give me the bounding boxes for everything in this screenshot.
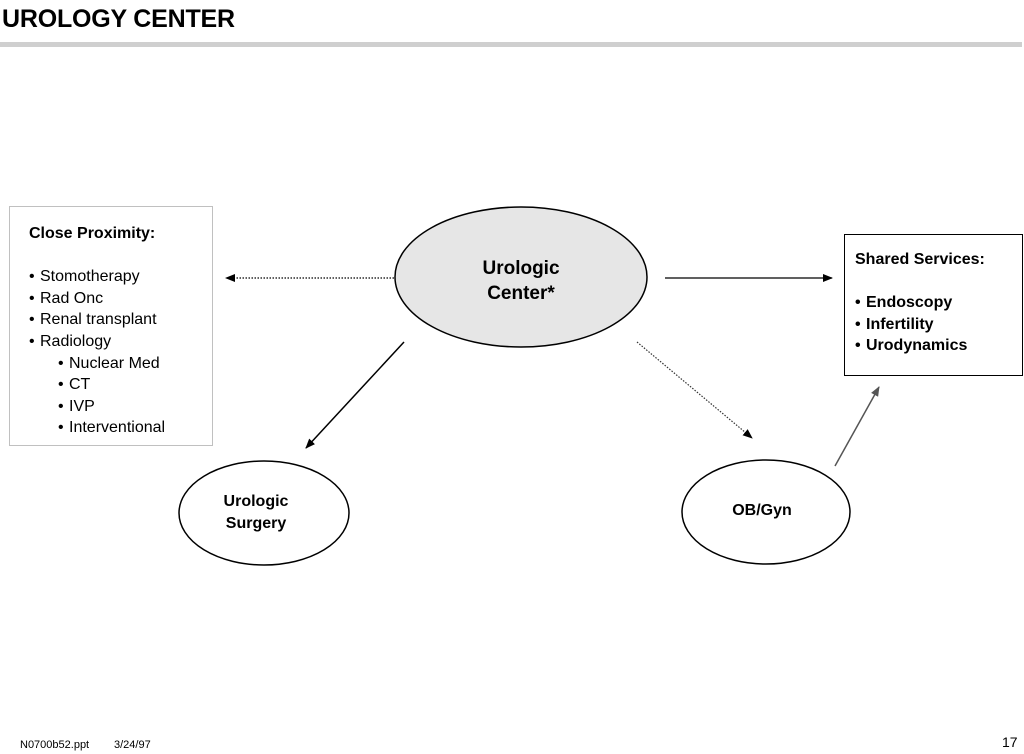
sub-list-item: •CT	[58, 376, 91, 394]
footer-date: 3/24/97	[114, 739, 151, 751]
title-divider	[0, 42, 1022, 47]
urologic-center-line1: Urologic	[482, 258, 560, 279]
arrow-to-urologic-surgery	[305, 341, 405, 449]
urologic-surgery-line2: Surgery	[225, 515, 287, 532]
list-item: •Renal transplant	[29, 311, 157, 329]
list-item: •Infertility	[855, 315, 934, 333]
list-item: •Radiology	[29, 332, 112, 350]
list-item: •Urodynamics	[855, 337, 968, 355]
sub-list-item: •Interventional	[58, 419, 166, 437]
urologic-surgery-node	[178, 460, 350, 566]
list-item-label: Stomotherapy	[40, 268, 140, 286]
shared-services-heading: Shared Services:	[855, 251, 985, 268]
close-proximity-box: Close Proximity: •Stomotherapy •Rad Onc …	[9, 206, 213, 446]
shared-services-list: •Endoscopy •Infertility •Urodynamics	[855, 292, 1022, 357]
sub-list-item: •IVP	[58, 397, 95, 415]
sub-list-item-label: IVP	[69, 397, 95, 415]
obgyn-label: OB/Gyn	[732, 502, 792, 519]
arrow-obgyn-to-shared-services	[834, 386, 880, 467]
list-item-label: Urodynamics	[866, 337, 968, 355]
urologic-center-node	[394, 206, 648, 348]
close-proximity-list: •Stomotherapy •Rad Onc •Renal transplant…	[29, 266, 212, 439]
list-item-label: Radiology	[40, 332, 112, 350]
list-item-label: Rad Onc	[40, 289, 104, 307]
page-number: 17	[1002, 734, 1018, 750]
list-item-label: Endoscopy	[866, 294, 953, 312]
arrow-to-obgyn	[636, 341, 753, 439]
sub-list-item-label: Interventional	[69, 419, 166, 437]
list-item: •Stomotherapy	[29, 268, 140, 286]
list-item: •Endoscopy	[855, 294, 953, 312]
list-item-label: Infertility	[866, 315, 934, 333]
sub-list-item: •Nuclear Med	[58, 354, 160, 372]
shared-services-box: Shared Services: •Endoscopy •Infertility…	[844, 234, 1023, 376]
close-proximity-heading: Close Proximity:	[29, 225, 156, 242]
sub-list-item-label: Nuclear Med	[69, 354, 160, 372]
list-item: •Rad Onc	[29, 289, 104, 307]
obgyn-node	[681, 459, 851, 565]
page-title: UROLOGY CENTER	[2, 5, 235, 33]
urologic-center-line2: Center*	[487, 283, 555, 304]
urologic-surgery-line1: Urologic	[223, 493, 289, 510]
urologic-surgery-label: Urologic Surgery	[190, 491, 322, 535]
urologic-center-label: Urologic Center*	[440, 256, 602, 306]
sub-list-item-label: CT	[69, 376, 91, 394]
list-item-label: Renal transplant	[40, 311, 157, 329]
footer-filename: N0700b52.ppt	[20, 739, 90, 751]
